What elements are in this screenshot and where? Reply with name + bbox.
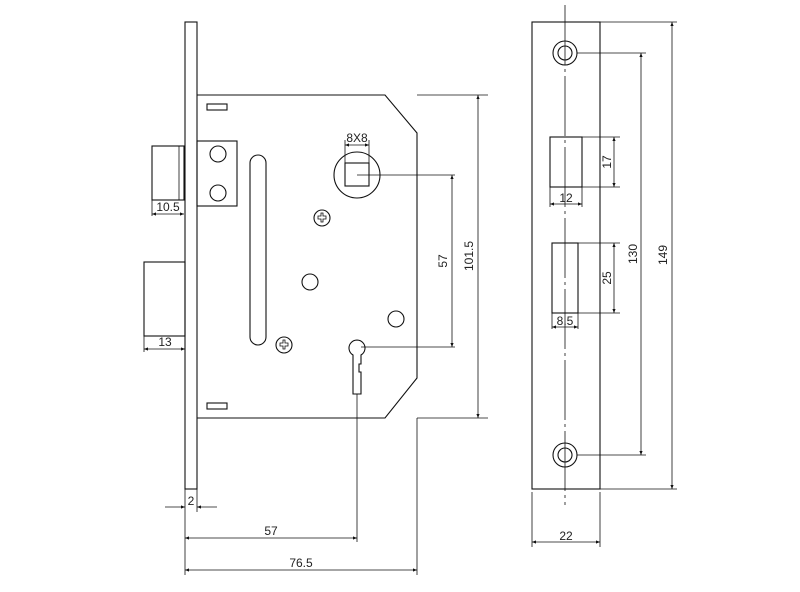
screw-icon [313,209,331,227]
slot-small [206,103,228,111]
dim-bolt-hole-width: 8.5 [557,314,574,328]
dim-overall-depth: 76.5 [289,556,313,570]
dim-latch-projection: 10.5 [156,200,180,214]
dim-bolt-hole-height: 25 [600,271,614,285]
lock-body-view: 8X8 10.5 13 2 57 76.5 57 [143,21,488,575]
spindle-size-label: 8X8 [346,131,368,145]
dim-faceplate-thickness: 2 [188,494,195,508]
strike-plate-view: 17 12 25 8.5 130 149 22 [531,5,677,547]
latch-hole [549,136,583,188]
dim-deadbolt-projection: 13 [158,335,172,349]
long-slot [249,154,267,346]
hole [209,184,227,202]
lock-case [197,94,418,419]
hole [301,273,319,291]
dim-strike-height: 149 [656,245,670,265]
strike-plate [531,21,601,490]
slot-small [206,402,228,410]
dim-backset: 57 [264,524,278,538]
dead-bolt [143,261,186,337]
dim-latch-hole-width: 12 [559,191,573,205]
dim-case-height: 101.5 [462,241,476,271]
dim-centre-distance: 57 [436,254,450,268]
dim-screw-distance: 130 [626,244,640,264]
dim-latch-hole-height: 17 [600,155,614,169]
hole [387,310,405,328]
dim-strike-width: 22 [559,529,573,543]
hinge-block [196,140,238,207]
keyhole [348,339,366,395]
hole [209,145,227,163]
screw-icon [275,336,293,354]
bolt-hole [551,242,579,314]
latch-bolt [151,145,185,201]
faceplate [184,21,198,490]
spindle-square [344,162,370,187]
